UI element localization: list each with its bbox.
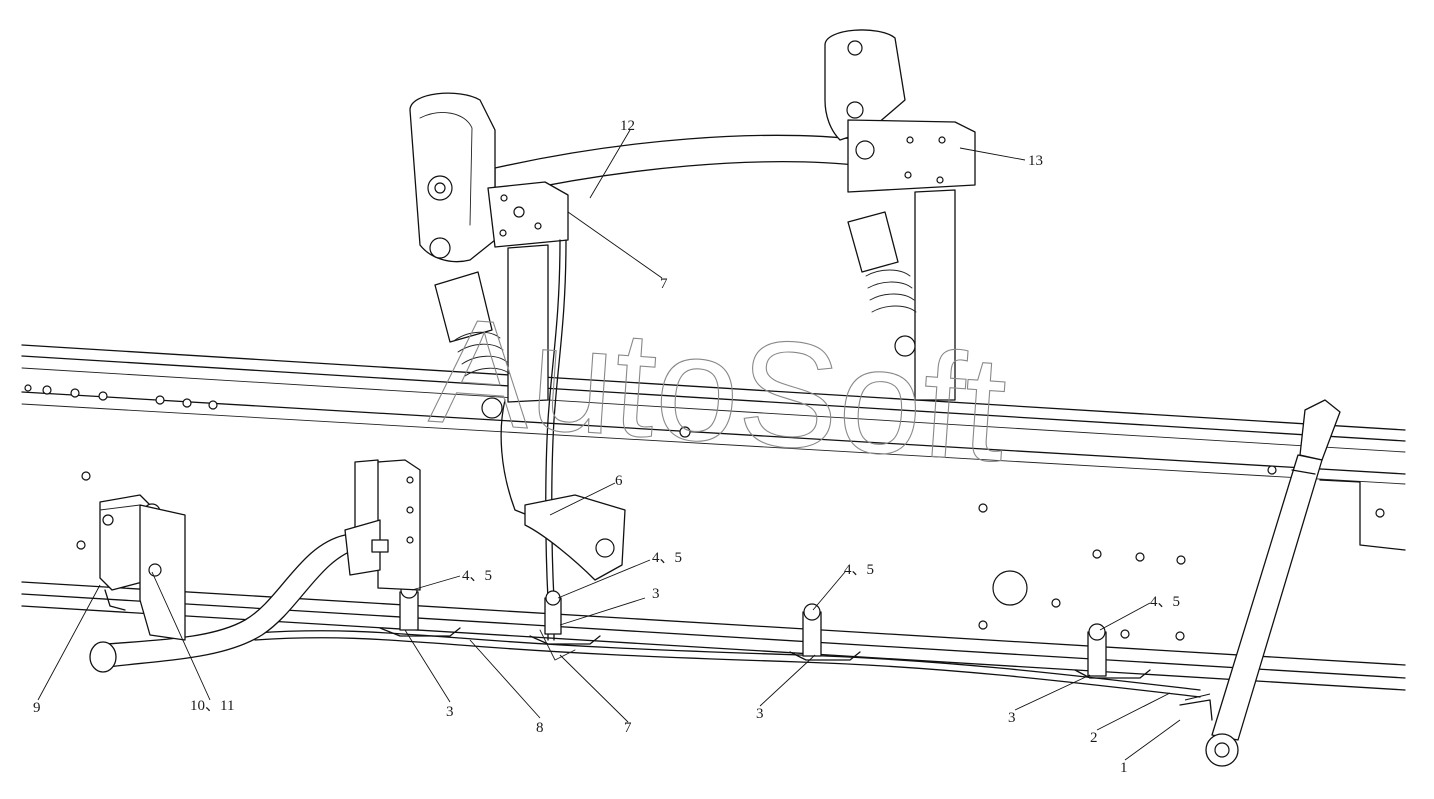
- vertical-hoses: [500, 239, 567, 641]
- callout-7-lower: 7: [624, 720, 632, 736]
- clamp-4: [1074, 623, 1151, 679]
- callout-7-upper: 7: [660, 276, 668, 292]
- callout-4-5-a: 4、5: [462, 568, 492, 584]
- callout-3-upper: 3: [652, 586, 660, 602]
- callout-3-left: 3: [446, 704, 454, 720]
- callout-8: 8: [536, 720, 544, 736]
- callout-9: 9: [33, 700, 41, 716]
- clamp-3: [789, 603, 861, 661]
- clamps-with-bolts: [379, 581, 1151, 679]
- tilt-cylinder: [1179, 399, 1341, 767]
- callout-3-center: 3: [756, 706, 764, 722]
- stabilizer-bracket: [344, 459, 421, 591]
- callout-6: 6: [615, 473, 623, 489]
- callout-13: 13: [1028, 153, 1043, 169]
- callout-12: 12: [620, 118, 635, 134]
- right-suspension-tower: [824, 29, 976, 401]
- callout-4-5-d: 4、5: [1150, 594, 1180, 610]
- rail-holes: [24, 384, 1385, 641]
- lower-hose-line: [254, 629, 1201, 698]
- callout-2: 2: [1090, 730, 1098, 746]
- frame-rail: [21, 344, 1406, 691]
- bracket-6: [524, 494, 626, 581]
- callout-10-11: 10、11: [190, 698, 234, 714]
- callout-4-5-b: 4、5: [652, 550, 682, 566]
- callout-4-5-c: 4、5: [844, 562, 874, 578]
- leader-lines: [37, 129, 1211, 761]
- callout-1: 1: [1120, 760, 1128, 776]
- left-suspension-tower: [409, 92, 569, 419]
- callout-3-right: 3: [1008, 710, 1016, 726]
- watermark-text: AutoSoft: [426, 285, 1012, 493]
- valve-bracket-10-11: [139, 504, 186, 641]
- callout-labels: 1 2 3 3 3 3 3 4、5 4、5 4、5 4、5 6 7 7 8 9 …: [33, 118, 1180, 776]
- clamp-2: [529, 590, 601, 645]
